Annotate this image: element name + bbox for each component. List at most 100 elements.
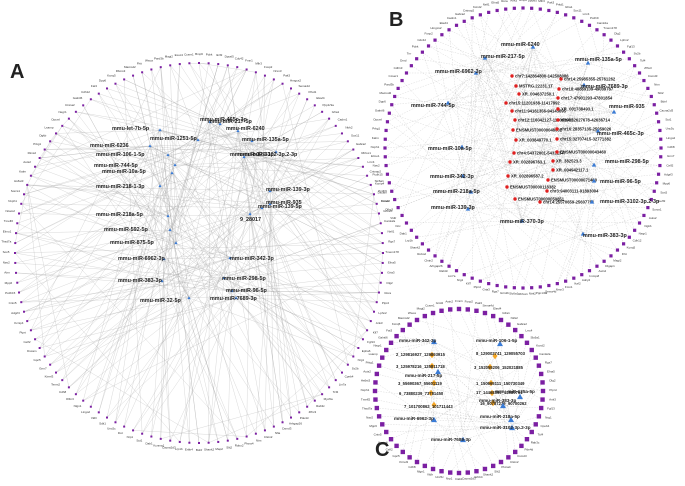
edge [231,272,383,292]
edge [532,46,549,181]
edge [68,257,231,388]
mrna-label: Cdh8 [408,465,416,469]
edge [514,119,599,132]
panel-c-letter: C [375,439,389,461]
mrna-node [400,449,405,455]
mrna-label: Gfra1 [502,311,510,315]
mrna-node [448,470,453,475]
mrna-label: Nav2 [3,260,10,264]
mrna-label: Nrxn3 [273,69,281,73]
edge [488,46,534,284]
edge [515,85,523,222]
mrna-node [334,124,337,127]
edge [384,130,599,149]
edge [83,252,384,401]
edge [540,84,585,287]
mrna-label: Sema4d [545,289,557,293]
mrna-label: Dlgap1 [605,264,615,268]
mirna-node [589,199,595,204]
mrna-node [150,435,153,438]
edge [23,130,239,195]
mrna-label: Vldlr [91,416,97,420]
edge [565,130,599,282]
edge [467,309,512,421]
mrna-label: Thsd7a [362,407,372,411]
mrna-node [615,248,620,252]
edge [98,93,190,299]
mrna-label: Wwox [145,59,154,63]
edge [593,164,655,192]
mrna-node [306,405,309,408]
mrna-node [426,44,431,48]
circrna-label: 2_129816927_129893915 [396,352,446,357]
edge [557,108,599,132]
mrna-node [387,111,391,115]
edge [583,84,635,231]
edge [467,40,612,210]
edge [30,140,253,331]
edge [235,297,323,395]
mrna-label: Auts2 [649,216,657,220]
mrna-label: Slit2 [494,469,500,473]
mirna-label: mmu-miR-106-1-5p [96,152,145,158]
mirna-node [208,120,212,124]
mrna-node [580,273,584,277]
mrna-label: Pde4d [525,448,534,452]
mrna-node [379,281,382,284]
mrna-label: Opcml [51,118,60,122]
edge [475,58,630,74]
mrna-label: Rbfox1 [361,151,371,155]
mrna-node [388,340,394,346]
edge [23,213,251,312]
mrna-label: Hs6st3 [14,179,24,183]
edge [475,72,661,140]
edge [15,184,28,244]
mrna-node [374,371,380,377]
lncrna-node [513,197,517,201]
mrna-label: Dpp6 [379,100,387,104]
edge [513,130,599,154]
mrna-node [55,371,58,374]
edge [15,232,377,303]
edge [251,140,375,312]
edge [521,128,558,222]
mrna-label: Kcnip4 [14,321,24,325]
mirna-label: mmu-miR-139-3p [266,187,310,193]
mrna-label: Rora [385,291,392,295]
mrna-node [465,307,470,312]
mrna-label: Sox5 [3,250,10,254]
mrna-label: Prkg1 [372,127,380,131]
mrna-node [536,414,542,419]
edge [249,213,308,407]
mrna-node [495,8,499,13]
mrna-label: Dpysl5 [528,0,538,2]
mrna-node [281,82,284,85]
mrna-label: Csmd3 [648,74,658,78]
mrna-label: Sox11 [351,134,360,138]
edge [106,297,237,418]
mrna-node [478,279,482,283]
mrna-label: Kcnma1 [153,444,164,448]
mrna-label: Cdc42 [417,38,426,42]
mirna-node [168,228,172,232]
mrna-node [440,259,444,263]
mrna-label: Gabra2 [517,322,527,326]
edge [593,164,652,200]
mrna-node [587,269,592,273]
lncrna-node [555,150,559,154]
mrna-label: Prkd1 [556,3,564,7]
mrna-node [254,71,257,74]
lncrna-node [555,137,559,141]
mirna-node [611,109,617,114]
mrna-node [564,13,568,17]
edge [467,208,489,284]
edge [450,309,464,441]
edge [480,201,593,282]
edge [68,118,177,244]
mrna-node [394,443,399,449]
mrna-node [512,6,516,10]
mrna-node [340,371,343,374]
